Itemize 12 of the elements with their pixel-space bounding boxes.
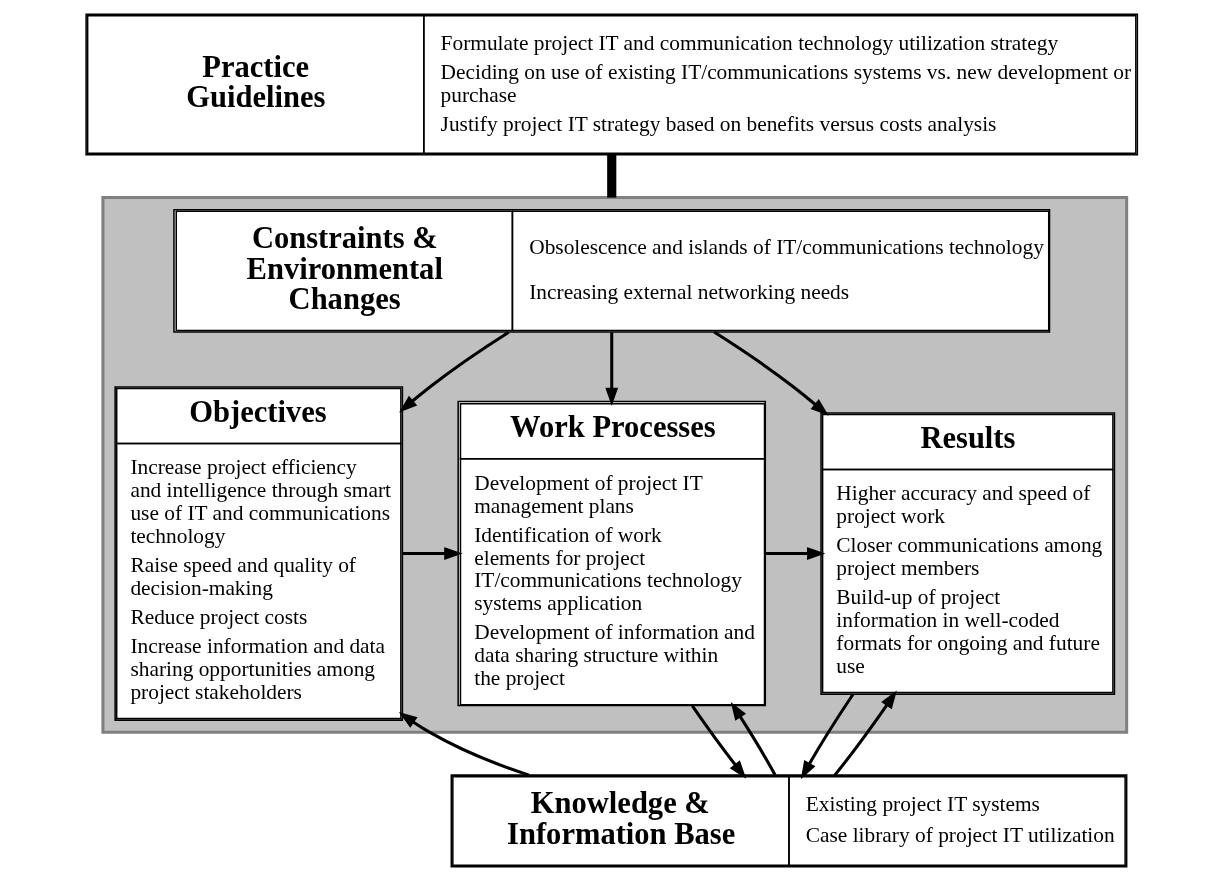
connector [607, 154, 617, 198]
arrow [833, 690, 897, 777]
cluster [101, 196, 1129, 734]
arrow [398, 711, 530, 777]
arrow [713, 330, 829, 416]
arrow [605, 332, 619, 406]
arrow [800, 693, 855, 780]
arrow [691, 704, 747, 779]
arrow [730, 701, 777, 776]
arrow [399, 330, 510, 413]
arrow [402, 547, 463, 560]
arrow [765, 547, 826, 560]
